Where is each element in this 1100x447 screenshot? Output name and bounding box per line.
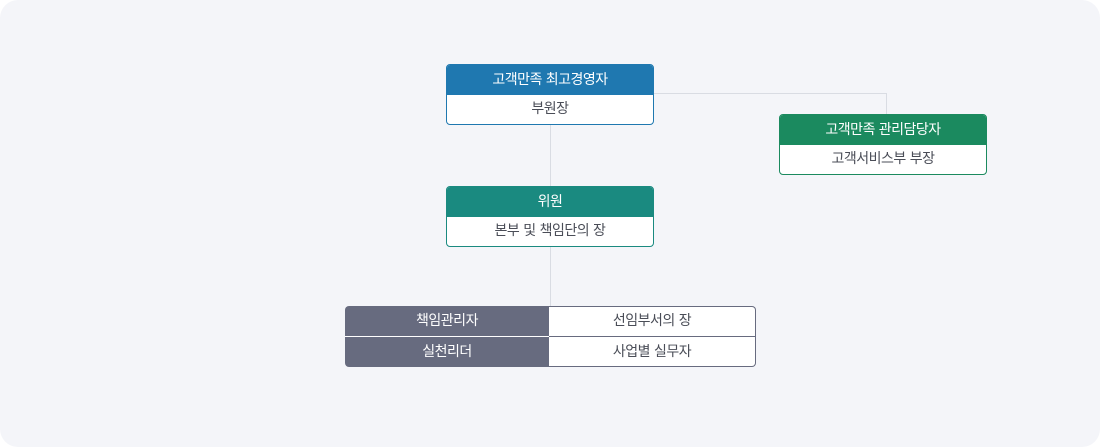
connector-ceo-to-member — [550, 125, 551, 186]
table-value-row-1: 선임부서의 장 — [612, 313, 692, 329]
node-ceo-role: 부원장 — [531, 101, 569, 117]
connector-ceo-to-manager-vertical — [886, 93, 887, 114]
node-manager: 고객만족 관리담당자 고객서비스부 부장 — [779, 114, 987, 175]
node-member: 위원 본부 및 책임단의 장 — [446, 186, 654, 247]
connector-ceo-to-manager-horizontal — [654, 93, 887, 94]
node-manager-title: 고객만족 관리담당자 — [780, 115, 986, 145]
responsibility-table: 책임관리자 실천리더 선임부서의 장 사업별 실무자 — [345, 306, 756, 367]
table-value-row-2: 사업별 실무자 — [549, 336, 755, 366]
node-manager-role: 고객서비스부 부장 — [831, 151, 936, 167]
table-label-row-1: 책임관리자 — [345, 306, 549, 336]
table-label-column: 책임관리자 실천리더 — [345, 306, 549, 367]
node-ceo: 고객만족 최고경영자 부원장 — [446, 64, 654, 125]
table-value-column: 선임부서의 장 사업별 실무자 — [549, 306, 756, 367]
node-ceo-title: 고객만족 최고경영자 — [447, 65, 653, 95]
node-member-title: 위원 — [447, 187, 653, 217]
connector-member-to-table — [550, 247, 551, 306]
node-member-role: 본부 및 책임단의 장 — [494, 223, 606, 239]
table-label-row-2: 실천리더 — [345, 336, 549, 367]
